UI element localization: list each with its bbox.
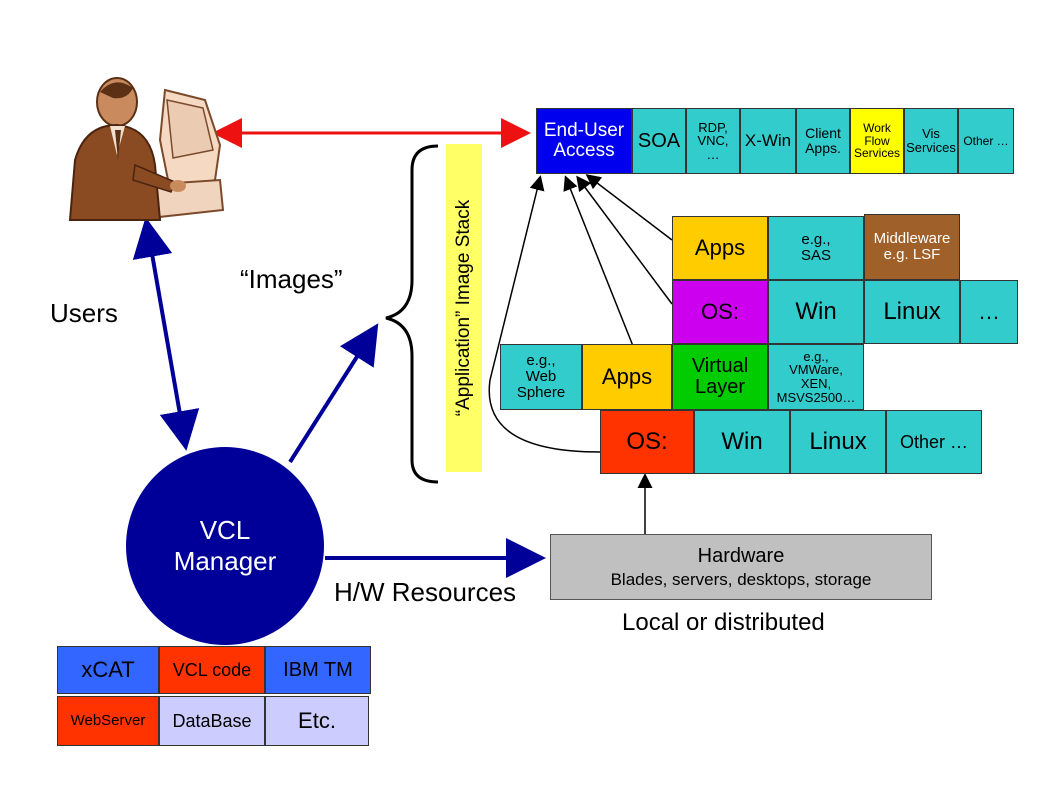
soa-box: SOA bbox=[632, 108, 686, 174]
linux-upper-box: Linux bbox=[864, 280, 960, 344]
apps-upper-to-access-arrow bbox=[585, 174, 673, 241]
vcl-code-box: VCL code bbox=[159, 646, 265, 694]
eg-vmware-box: e.g., VMWare, XEN, MSVS2500… bbox=[768, 344, 864, 410]
users-label: Users bbox=[50, 298, 118, 328]
xcat-box: xCAT bbox=[57, 646, 159, 694]
eg-websphere-box: e.g., Web Sphere bbox=[500, 344, 582, 410]
apps-mid-to-access-arrow bbox=[563, 175, 634, 347]
virtual-layer-box: Virtual Layer bbox=[672, 344, 768, 410]
os-upper-to-access-arrow bbox=[576, 175, 673, 305]
end-user-access-text: End-User Access bbox=[543, 120, 625, 161]
workflow-text: Work Flow Services bbox=[853, 121, 900, 161]
database-box: DataBase bbox=[159, 696, 265, 746]
ibm-tm-box: IBM TM bbox=[265, 646, 371, 694]
apps-upper-text: Apps bbox=[694, 235, 746, 261]
vis-services-box: Vis Services bbox=[904, 108, 958, 174]
xwin-box: X-Win bbox=[740, 108, 796, 174]
image-stack-bar: “Application” Image Stack bbox=[446, 144, 482, 472]
middleware-text: Middleware e.g. LSF bbox=[873, 230, 951, 263]
os-upper-text: OS: bbox=[701, 299, 739, 325]
database-text: DataBase bbox=[172, 710, 252, 731]
linux-lower-text: Linux bbox=[809, 428, 867, 456]
xwin-text: X-Win bbox=[744, 131, 792, 151]
vcl-manager-line1: VCL bbox=[199, 514, 251, 545]
eg-vmware-text: e.g., VMWare, XEN, MSVS2500… bbox=[776, 348, 856, 405]
ibm-tm-text: IBM TM bbox=[283, 658, 353, 681]
eg-websphere-text: e.g., Web Sphere bbox=[516, 352, 566, 401]
win-lower-text: Win bbox=[721, 428, 763, 456]
more-upper-text: … bbox=[978, 299, 1000, 325]
middleware-box: Middleware e.g. LSF bbox=[864, 214, 960, 280]
vcl-code-text: VCL code bbox=[172, 659, 252, 680]
os-lower-to-access-arrow bbox=[488, 175, 601, 453]
webserver-box: WebServer bbox=[57, 696, 159, 746]
apps-upper-box: Apps bbox=[672, 216, 768, 280]
image-stack-label: “Application” Image Stack bbox=[453, 199, 474, 417]
hardware-subtitle: Blades, servers, desktops, storage bbox=[610, 569, 872, 589]
other-lower-box: Other … bbox=[886, 410, 982, 474]
apps-middle-box: Apps bbox=[582, 344, 672, 410]
vis-services-text: Vis Services bbox=[906, 126, 956, 155]
workflow-box: Work Flow Services bbox=[850, 108, 904, 174]
rdp-text: RDP, VNC, … bbox=[697, 119, 729, 162]
images-label: “Images” bbox=[240, 264, 343, 294]
os-lower-box: OS: bbox=[600, 410, 694, 474]
user-manager-arrow bbox=[132, 217, 200, 451]
os-upper-box: OS: bbox=[672, 280, 768, 344]
eg-sas-box: e.g., SAS bbox=[768, 216, 864, 280]
user-at-computer-icon bbox=[68, 77, 225, 221]
more-upper-box: … bbox=[960, 280, 1018, 344]
client-apps-text: Client Apps. bbox=[805, 125, 841, 156]
local-distributed-label: Local or distributed bbox=[622, 609, 825, 636]
linux-upper-text: Linux bbox=[883, 298, 941, 326]
linux-lower-box: Linux bbox=[790, 410, 886, 474]
webserver-text: WebServer bbox=[70, 712, 146, 730]
virtual-layer-text: Virtual Layer bbox=[691, 355, 749, 398]
win-upper-text: Win bbox=[795, 298, 837, 326]
other-lower-text: Other … bbox=[899, 431, 969, 452]
os-lower-text: OS: bbox=[626, 428, 668, 456]
image-brace bbox=[385, 144, 439, 484]
other-access-text: Other … bbox=[963, 133, 1009, 148]
vcl-manager-circle: VCL Manager bbox=[126, 447, 324, 645]
soa-text: SOA bbox=[637, 129, 681, 152]
end-user-access-box: End-User Access bbox=[536, 108, 632, 174]
etc-box: Etc. bbox=[265, 696, 369, 746]
hardware-title: Hardware bbox=[697, 544, 785, 567]
xcat-text: xCAT bbox=[81, 657, 135, 683]
eg-sas-text: e.g., SAS bbox=[800, 231, 831, 264]
manager-images-arrow bbox=[288, 323, 379, 464]
apps-middle-text: Apps bbox=[601, 364, 653, 390]
client-apps-box: Client Apps. bbox=[796, 108, 850, 174]
win-lower-box: Win bbox=[694, 410, 790, 474]
hw-resources-label: H/W Resources bbox=[334, 577, 517, 607]
other-access-box: Other … bbox=[958, 108, 1014, 174]
win-upper-box: Win bbox=[768, 280, 864, 344]
etc-text: Etc. bbox=[298, 708, 336, 734]
hardware-box: Hardware Blades, servers, desktops, stor… bbox=[550, 534, 932, 600]
rdp-box: RDP, VNC, … bbox=[686, 108, 740, 174]
vcl-manager-line2: Manager bbox=[173, 546, 277, 576]
